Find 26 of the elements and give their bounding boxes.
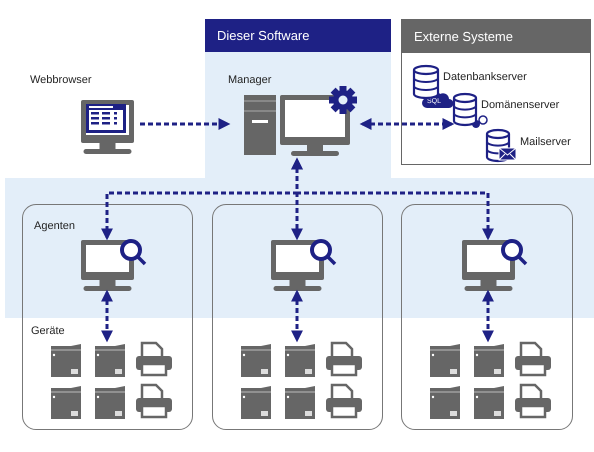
agent-group-box	[22, 204, 193, 430]
dashed-arrow	[360, 118, 454, 130]
dashed-arrow	[291, 158, 494, 240]
dashed-arrow	[140, 118, 230, 130]
devices-drawing	[427, 341, 553, 421]
node-label: Domänenserver	[481, 99, 560, 112]
node-label: Manager	[228, 74, 272, 87]
external-systems-panel	[401, 19, 591, 165]
software-panel	[205, 19, 391, 178]
dashed-arrow	[482, 290, 494, 342]
agent-group-box	[212, 204, 383, 430]
agent-group-box	[401, 204, 573, 430]
agent-monitor-icon	[81, 239, 149, 293]
panel-header: Dieser Software	[205, 19, 391, 52]
group-label: Geräte	[31, 325, 65, 338]
node-label: Webbrowser	[30, 74, 92, 87]
dashed-arrow	[101, 290, 113, 342]
dashed-arrow	[291, 290, 303, 342]
group-label: Agenten	[34, 220, 75, 233]
node-label: Mailserver	[520, 136, 571, 149]
devices-drawing	[48, 341, 174, 421]
node-label: Datenbankserver	[443, 71, 527, 84]
agent-monitor-icon	[271, 239, 339, 293]
devices-drawing	[238, 341, 364, 421]
agent-monitor-icon	[462, 239, 530, 293]
panel-header: Externe Systeme	[402, 20, 590, 53]
